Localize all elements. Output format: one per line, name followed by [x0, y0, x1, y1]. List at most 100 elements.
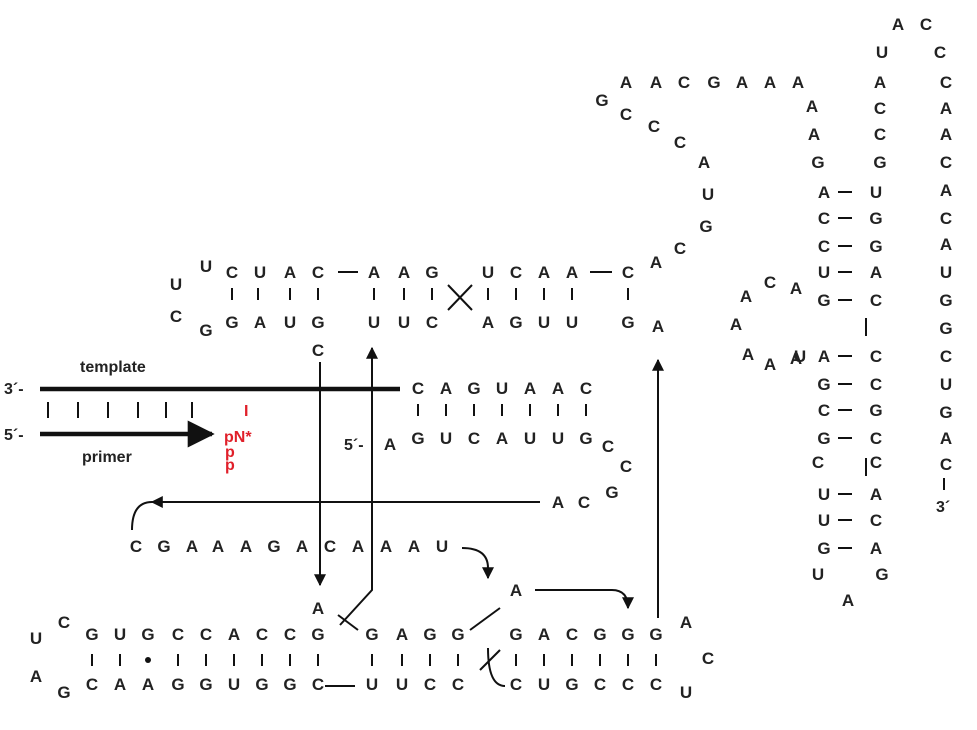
nucleotide-hairpin-left-13: U [812, 565, 824, 584]
nucleotide-top-left-lower-0: G [225, 313, 238, 332]
nucleotide-bottom-right-loop-1: C [702, 649, 714, 668]
nucleotide-bottom-left-lower-8: C [312, 675, 324, 694]
labels: template primer 3´- 5´- 5´- 3´ I pN* p p [4, 359, 950, 516]
nucleotide-top-mid-lower-0: U [368, 313, 380, 332]
nucleotide-hairpin-bulge-5: A [764, 355, 776, 374]
nucleotide-template-5prime-5: U [552, 429, 564, 448]
up-arrow-crossing [339, 346, 378, 626]
nucleotide-top-left-lower-3: G [311, 313, 324, 332]
nucleotide-bottom-mid-upper-3: G [451, 625, 464, 644]
nucleotide-top-mid-lower-1: U [398, 313, 410, 332]
nucleotide-top-left-lower-2: U [284, 313, 296, 332]
nucleotide-right-column-13: A [940, 429, 952, 448]
nucleotide-bottom-right-loop-0: A [680, 613, 692, 632]
nucleotide-top-arc-left-6: G [699, 217, 712, 236]
nucleotide-cgaaaga-3: A [212, 537, 224, 556]
nucleotide-single-a-0: A [510, 581, 522, 600]
nucleotide-cgaaaga-0: C [130, 537, 142, 556]
nucleotide-top-arc-left-4: A [698, 153, 710, 172]
nucleotide-template-3prime-6: C [580, 379, 592, 398]
nucleotide-cgaaaga-7: C [324, 537, 336, 556]
nucleotide-bottom-left-lower-5: U [228, 675, 240, 694]
nucleotide-top-left-upper-3: C [312, 263, 324, 282]
nucleotide-bottom-right-lower-5: C [650, 675, 662, 694]
nucleotide-top-arc-left-8: A [650, 253, 662, 272]
nucleotide-right-column-5: C [940, 209, 952, 228]
nucleotide-right-column-4: A [940, 181, 952, 200]
nucleotide-template-3prime-5: A [552, 379, 564, 398]
nucleotide-cgaaaga-2: A [186, 537, 198, 556]
nucleotide-bottom-mid-upper-0: G [365, 625, 378, 644]
five-prime-left-label: 5´- [4, 427, 24, 444]
nucleotide-hairpin-right-6: C [870, 375, 882, 394]
nucleotide-hairpin-left-6: G [817, 375, 830, 394]
hairpin-stem-bonds [838, 191, 945, 549]
nucleotide-top-arc-left-5: U [702, 185, 714, 204]
nucleotide-top-arc-row-2: C [678, 73, 690, 92]
nucleotide-hairpin-right-8: C [870, 429, 882, 448]
nucleotide-bottom-right-loop-2: U [680, 683, 692, 702]
nucleotide-mid-right-4: A [552, 493, 564, 512]
nucleotide-single-g-0: G [621, 313, 634, 332]
nucleotide-template-3prime-4: A [524, 379, 536, 398]
nucleotide-bottom-left-upper-1: U [114, 625, 126, 644]
nucleotide-hairpin-right-12: A [870, 539, 882, 558]
nucleotide-bottom-mid-lower-0: U [366, 675, 378, 694]
nucleotide-hairpin-bulge-4: A [742, 345, 754, 364]
nucleotide-hairpin-left-11: U [818, 511, 830, 530]
nucleotide-template-5prime-6: G [579, 429, 592, 448]
nucleotide-hairpin-bulge-6: A [790, 349, 802, 368]
nucleotide-right-column-2: A [940, 125, 952, 144]
nucleotide-template-5prime-2: C [468, 429, 480, 448]
nucleotide-right-column-8: G [939, 291, 952, 310]
nucleotide-hairpin-bulge-3: A [730, 315, 742, 334]
nucleotide-bottom-left-loop-0: C [58, 613, 70, 632]
nucleotide-hairpin-bottom-0: A [842, 591, 854, 610]
nucleotide-right-column-7: U [940, 263, 952, 282]
nucleotide-right-column-6: A [940, 235, 952, 254]
nucleotide-top-arc-left-2: C [648, 117, 660, 136]
nucleotide-right-top-2: U [876, 43, 888, 62]
nucleotide-top-loop-3: G [199, 321, 212, 340]
nucleotide-right-top-5: C [874, 99, 886, 118]
pN-label: pN* [224, 429, 252, 446]
nucleotide-top-arc-right-0: A [806, 97, 818, 116]
top-helix-pair-ticks [231, 288, 629, 300]
nucleotide-cgaaaga-5: G [267, 537, 280, 556]
nucleotide-hairpin-left-1: C [818, 209, 830, 228]
nucleotide-bottom-left-loop-3: G [57, 683, 70, 702]
nucleotide-bottom-mid-lower-2: C [424, 675, 436, 694]
nucleotide-bottom-left-upper-0: G [85, 625, 98, 644]
nucleotide-right-top-0: A [892, 15, 904, 34]
nucleotide-bottom-right-upper-5: G [649, 625, 662, 644]
nucleotide-hairpin-left-14: U [794, 347, 806, 366]
nucleotide-bottom-left-lower-2: A [142, 675, 154, 694]
nucleotide-right-column-1: A [940, 99, 952, 118]
nucleotide-single-c-0: C [312, 341, 324, 360]
nucleotide-single-a-0: A [312, 599, 324, 618]
nucleotide-bottom-mid-lower-1: U [396, 675, 408, 694]
nucleotide-hairpin-right-11: C [870, 511, 882, 530]
three-prime-left-label: 3´- [4, 381, 24, 398]
nucleotide-top-left-upper-0: C [226, 263, 238, 282]
nucleotide-template-3prime-3: U [496, 379, 508, 398]
nucleotide-hairpin-left-7: C [818, 401, 830, 420]
nucleotide-right-top-1: C [920, 15, 932, 34]
nucleotide-top-arc-left-0: G [595, 91, 608, 110]
nucleotide-hairpin-right-2: G [869, 237, 882, 256]
nucleotide-right-column-9: G [939, 319, 952, 338]
nucleotide-cgaaaga-1: G [157, 537, 170, 556]
nucleotide-bottom-left-lower-0: C [86, 675, 98, 694]
nucleotide-top-arc-row-5: A [764, 73, 776, 92]
nucleotide-hairpin-bulge-1: C [764, 273, 776, 292]
nucleotide-top-left-upper-2: A [284, 263, 296, 282]
nucleotide-bottom-right-upper-3: G [593, 625, 606, 644]
connector-lines [40, 191, 945, 687]
nucleotide-right-column-14: C [940, 455, 952, 474]
nucleotide-bottom-right-lower-1: U [538, 675, 550, 694]
nucleotide-hairpin-left-5: A [818, 347, 830, 366]
nucleotide-cgaaaga-9: A [380, 537, 392, 556]
nucleotide-bottom-right-lower-2: G [565, 675, 578, 694]
nucleotide-top-left-upper-1: U [254, 263, 266, 282]
nucleotide-single-a-0: A [384, 435, 396, 454]
